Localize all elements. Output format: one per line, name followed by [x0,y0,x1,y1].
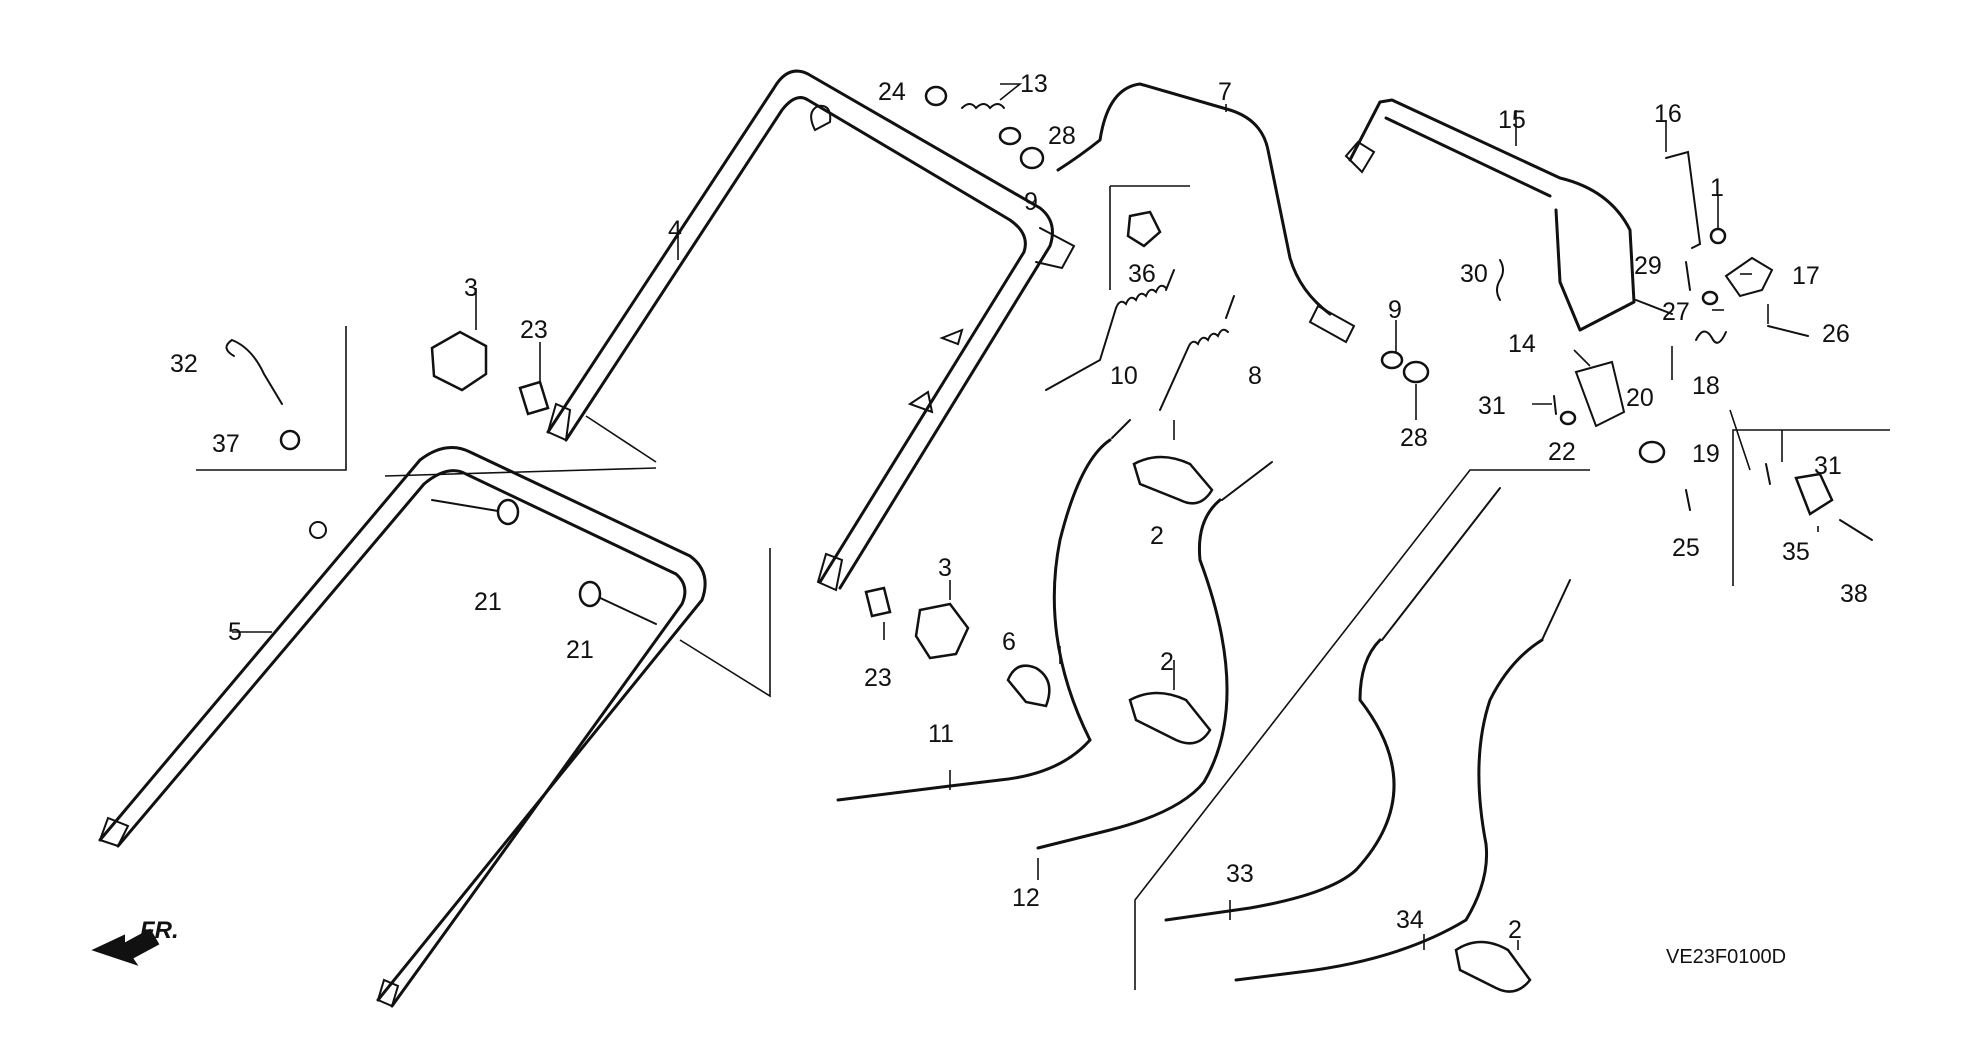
callout-18: 18 [1692,372,1720,400]
control-lever-part-15 [1344,98,1636,332]
diagram-code: VE23F0100D [1666,946,1786,968]
callout-6: 6 [1002,628,1016,656]
callout-1: 1 [1710,174,1724,202]
callout-24: 24 [878,78,906,106]
callout-25: 25 [1672,534,1700,562]
callout-29: 29 [1634,252,1662,280]
small-hardware [225,85,1873,708]
assembly-reference-lines [196,185,1890,990]
callout-14: 14 [1508,330,1536,358]
callout-23: 23 [520,316,548,344]
callout-23: 23 [864,664,892,692]
callout-16: 16 [1654,100,1682,128]
callout-34: 34 [1396,906,1424,934]
callout-2: 2 [1508,916,1522,944]
callout-22: 22 [1548,438,1576,466]
callout-31: 31 [1478,392,1506,420]
callout-35: 35 [1782,538,1810,566]
callout-2: 2 [1150,522,1164,550]
callout-10: 10 [1110,362,1138,390]
lower-handle-part-5 [98,446,707,1008]
callout-7: 7 [1218,78,1232,106]
callout-13: 13 [1020,70,1048,98]
callout-leaders [232,83,1819,950]
callout-5: 5 [228,618,242,646]
callout-37: 37 [212,430,240,458]
cable-grips-part-2 [1128,455,1532,993]
callout-21: 21 [474,588,502,616]
callout-4: 4 [668,216,682,244]
callout-26: 26 [1822,320,1850,348]
callout-12: 12 [1012,884,1040,912]
callout-36: 36 [1128,260,1156,288]
callout-15: 15 [1498,106,1526,134]
callout-19: 19 [1692,440,1720,468]
callout-31: 31 [1814,452,1842,480]
callout-9: 9 [1388,296,1402,324]
callout-27: 27 [1662,298,1690,326]
callout-28: 28 [1400,424,1428,452]
callout-9: 9 [1024,188,1038,216]
callout-20: 20 [1626,384,1654,412]
callout-8: 8 [1248,362,1262,390]
direction-label: FR. [140,917,179,944]
cables [836,419,1571,982]
control-rod-part-7 [1056,82,1356,344]
front-direction-arrow [91,928,160,966]
callout-labels: 24 13 28 9 7 15 16 1 4 36 30 29 17 27 26… [170,70,1868,944]
callout-11: 11 [928,720,954,748]
callout-3: 3 [464,274,478,302]
callout-2: 2 [1160,648,1174,676]
callout-38: 38 [1840,580,1868,608]
callout-21: 21 [566,636,594,664]
callout-32: 32 [170,350,198,378]
callout-3: 3 [938,554,952,582]
springs [1045,269,1235,411]
callout-17: 17 [1792,262,1820,290]
callout-28: 28 [1048,122,1076,150]
callout-33: 33 [1226,860,1254,888]
upper-handle-part-4 [546,69,1076,592]
callout-30: 30 [1460,260,1488,288]
